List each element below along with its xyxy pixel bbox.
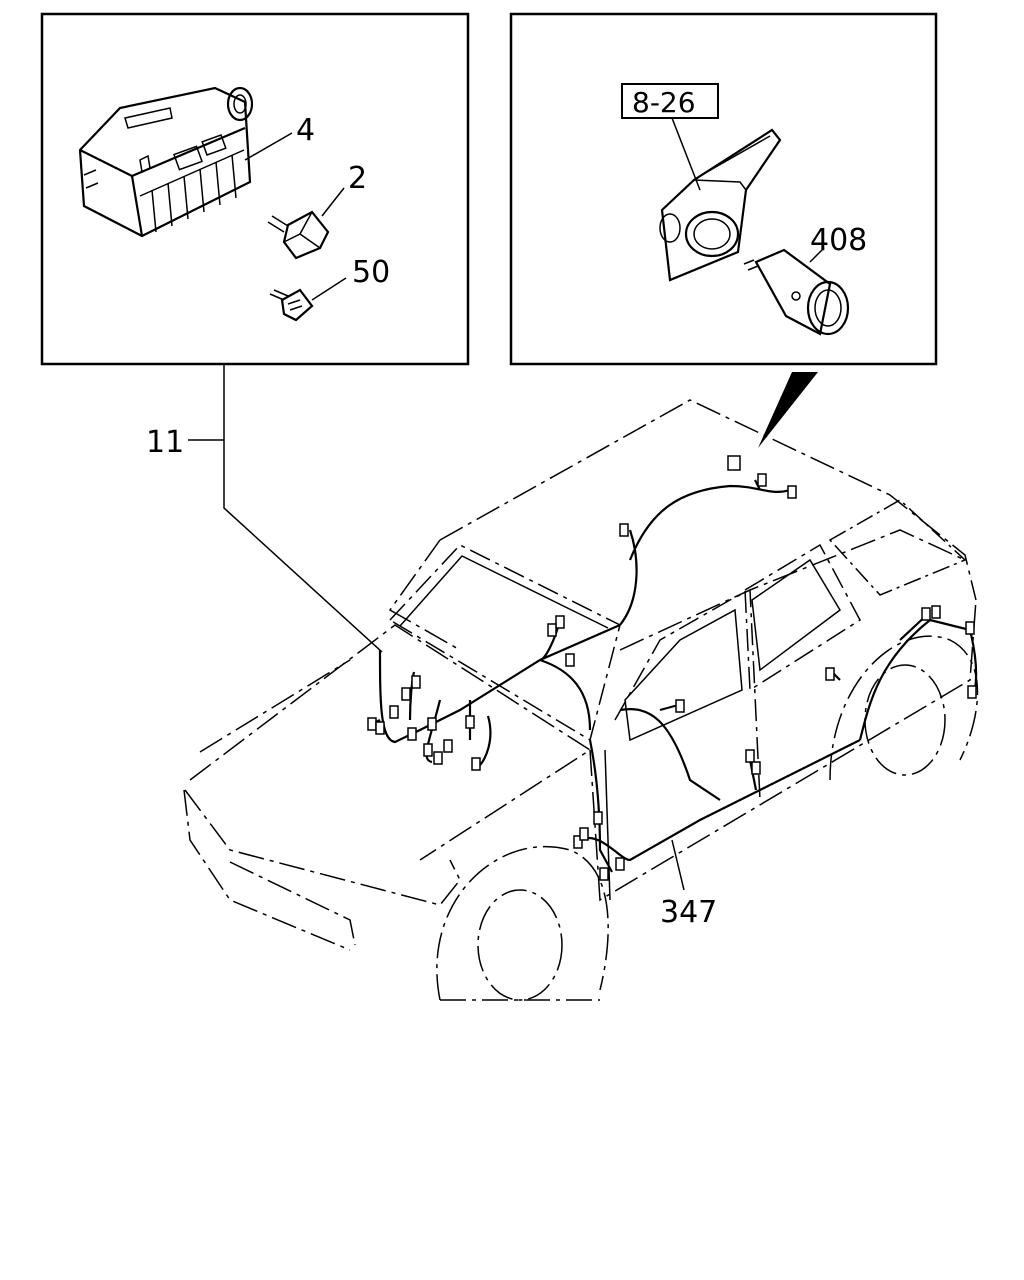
inset-right-panel: 8-26 408 [509, 12, 938, 366]
callout-4: 4 [296, 113, 315, 148]
callout-347: 347 [660, 895, 717, 930]
inset-left-panel: 4 2 50 [40, 12, 470, 366]
harness-347-leader: 347 [660, 839, 717, 930]
callout-408: 408 [810, 223, 867, 258]
console-panel-drawing [659, 128, 782, 282]
callout-8-26: 8-26 [632, 86, 696, 119]
relay-drawing [267, 210, 330, 260]
callout-50: 50 [352, 255, 390, 290]
fuse-block-drawing [78, 86, 254, 238]
callout-2: 2 [348, 161, 367, 196]
lighter-drawing [743, 248, 850, 336]
vehicle-outline [183, 399, 979, 1001]
callout-11: 11 [146, 425, 184, 460]
connector-drawing [269, 288, 314, 322]
wiring-harness [367, 455, 978, 881]
pointer-wedge [758, 372, 818, 448]
harness-11-leader: 11 [146, 364, 383, 653]
